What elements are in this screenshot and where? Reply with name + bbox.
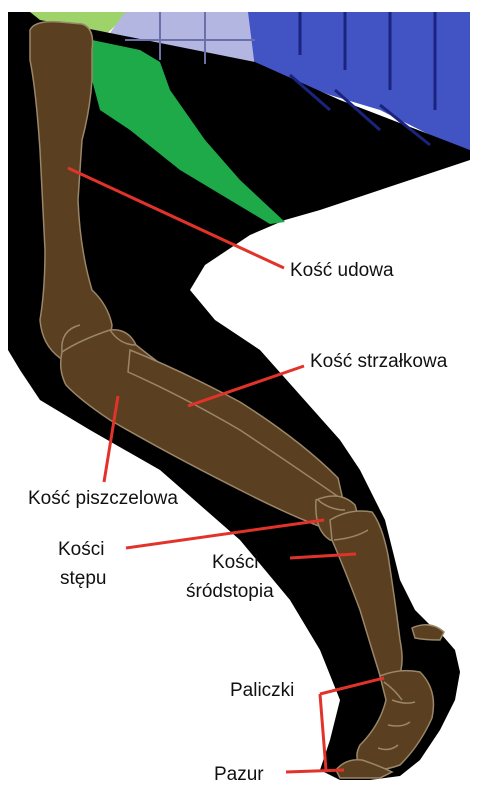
label-femur: Kość udowa (290, 260, 394, 281)
leader-line-phalanges-claw (320, 694, 326, 770)
label-tarsals-line1: Kości (58, 539, 104, 560)
dewclaw-bone (412, 625, 444, 640)
label-tibia: Kość piszczelowa (28, 488, 178, 509)
label-fibula: Kość strzałkowa (310, 351, 448, 372)
label-metatarsals-line1: Kości (212, 552, 258, 573)
label-metatarsals-line2: śródstopia (186, 581, 274, 602)
leader-line-claw (286, 770, 344, 772)
label-claw: Pazur (214, 764, 264, 785)
label-tarsals-line2: stępu (60, 568, 106, 589)
label-phalanges: Paliczki (230, 680, 294, 701)
